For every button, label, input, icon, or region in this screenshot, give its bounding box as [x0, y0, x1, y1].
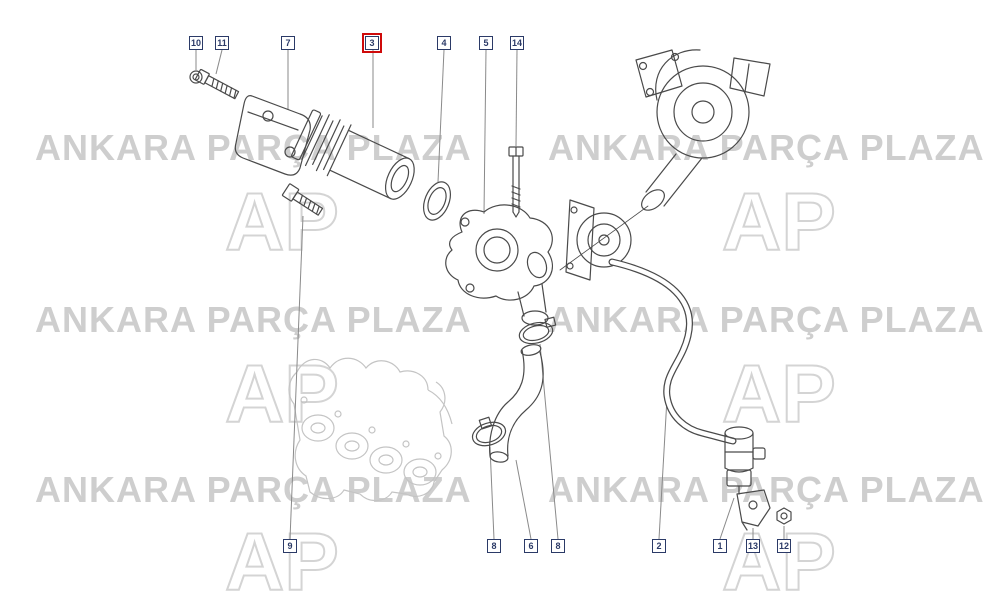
gasket-drawing: [422, 181, 452, 221]
watermark-logo-icon: AP: [722, 517, 836, 600]
callout-9[interactable]: 9: [283, 539, 297, 553]
callout-3-highlighted[interactable]: 3: [362, 33, 382, 53]
bolt-drawing: [281, 183, 324, 216]
watermark-text: ANKARA PARÇA PLAZA: [35, 299, 472, 340]
vacuum-pump-drawing: [565, 199, 632, 281]
callout-label: 10: [190, 37, 201, 48]
watermark-logo-icon: AP: [225, 517, 339, 600]
callout-1[interactable]: 1: [713, 539, 727, 553]
callout-label: 7: [285, 37, 291, 48]
callout-4[interactable]: 4: [437, 36, 451, 50]
callout-label: 6: [528, 540, 534, 551]
callout-10[interactable]: 10: [189, 36, 203, 50]
hose-clamp-lower-drawing: [471, 416, 507, 447]
callout-label: 9: [287, 540, 293, 551]
turbocharger-drawing: [559, 49, 771, 271]
watermark-text: ANKARA PARÇA PLAZA: [548, 299, 985, 340]
callout-label: 4: [441, 37, 447, 48]
callout-label: 8: [491, 540, 497, 551]
leader-lines: [195, 49, 785, 540]
callout-label: 8: [555, 540, 561, 551]
callout-11[interactable]: 11: [215, 36, 229, 50]
callout-5[interactable]: 5: [479, 36, 493, 50]
vacuum-hose-drawing: [608, 258, 737, 445]
watermark-text: ANKARA PARÇA PLAZA: [548, 469, 985, 510]
callout-label: 11: [217, 37, 227, 48]
callout-label: 2: [656, 540, 662, 551]
parts-linework: [189, 49, 792, 531]
callout-8-lower[interactable]: 8: [487, 539, 501, 553]
watermark-logo-icon: AP: [722, 177, 836, 268]
callout-label: 1: [717, 540, 723, 551]
watermark-layer: ANKARA PARÇA PLAZA ANKARA PARÇA PLAZA AN…: [35, 127, 985, 600]
long-bolt-drawing: [508, 146, 524, 218]
callout-8-upper[interactable]: 8: [551, 539, 565, 553]
callout-label: 12: [778, 540, 789, 551]
callout-label: 14: [511, 37, 522, 48]
callout-label: 5: [483, 37, 489, 48]
callout-13[interactable]: 13: [746, 539, 760, 553]
watermark-logo-icon: AP: [225, 177, 339, 268]
stud-bolt-drawing: [194, 68, 240, 100]
callout-6[interactable]: 6: [524, 539, 538, 553]
housing-drawing: [445, 204, 553, 326]
exhaust-manifold-drawing: [288, 357, 453, 502]
solenoid-valve-drawing: [724, 426, 766, 495]
egr-valve-drawing: [291, 109, 415, 200]
elbow-hose-drawing: [489, 344, 544, 463]
callout-14[interactable]: 14: [510, 36, 524, 50]
callout-label: 13: [747, 540, 758, 551]
watermark-logo-icon: AP: [722, 349, 836, 440]
callout-2[interactable]: 2: [652, 539, 666, 553]
callout-12[interactable]: 12: [777, 539, 791, 553]
hose-clamp-upper-drawing: [518, 316, 557, 345]
watermark-text: ANKARA PARÇA PLAZA: [35, 469, 472, 510]
mounting-bracket-drawing: [736, 489, 771, 531]
callout-7[interactable]: 7: [281, 36, 295, 50]
nut-drawing: [776, 507, 792, 525]
watermark-text: ANKARA PARÇA PLAZA: [548, 127, 985, 168]
callout-label: 3: [369, 37, 375, 48]
bracket-drawing: [234, 95, 311, 176]
watermark-logo-icon: AP: [225, 349, 339, 440]
